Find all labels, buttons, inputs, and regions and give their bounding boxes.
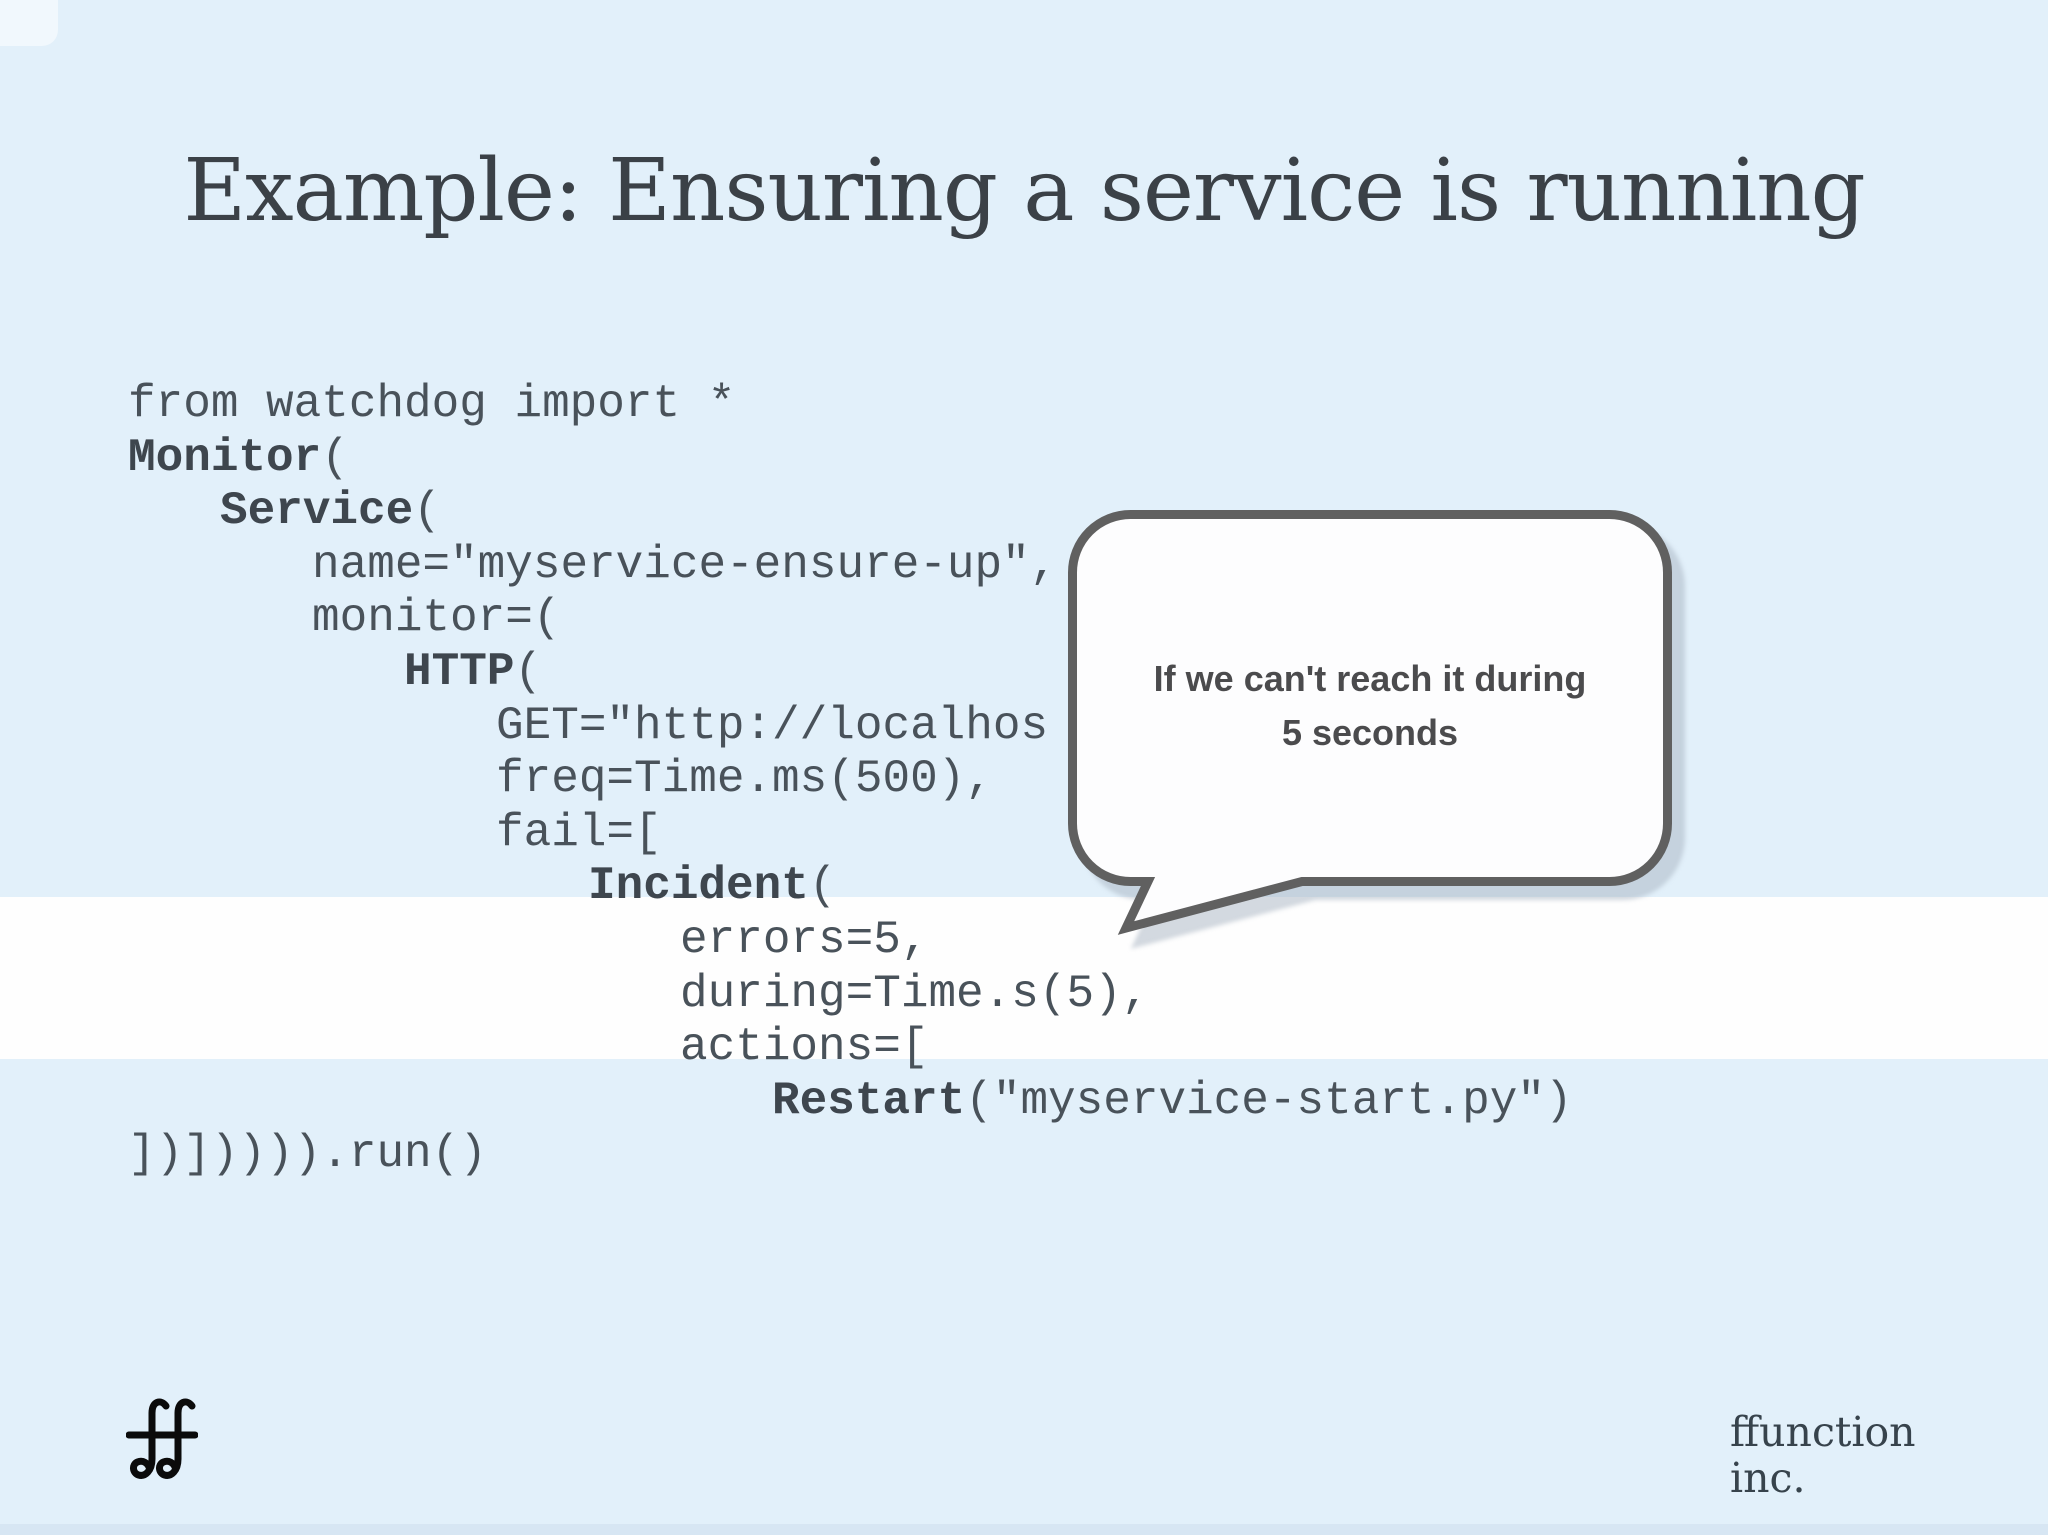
- code-line: HTTP(: [128, 646, 1573, 700]
- code-line: Monitor(: [128, 432, 1573, 486]
- code-line: ])])))).run(): [128, 1128, 1573, 1182]
- code-line: Restart("myservice-start.py"): [128, 1075, 1573, 1129]
- slide-title: Example: Ensuring a service is running: [183, 141, 1865, 241]
- code-line: during=Time.s(5),: [128, 968, 1573, 1022]
- footer-company-line-1: ffunction: [1730, 1408, 1916, 1456]
- callout-line-1: If we can't reach it during: [1153, 658, 1587, 699]
- code-block: from watchdog import *Monitor(Service(na…: [128, 378, 1573, 1182]
- code-line: monitor=(: [128, 592, 1573, 646]
- callout-line-2: 5 seconds: [1281, 712, 1459, 753]
- code-text: freq=Time.ms(500),: [496, 753, 993, 806]
- code-text: fail=[: [496, 806, 662, 859]
- code-keyword: HTTP: [404, 645, 515, 698]
- code-line: name="myservice-ensure-up",: [128, 539, 1573, 593]
- highlight-band: [0, 897, 2048, 1059]
- corner-highlight: [0, 0, 58, 46]
- code-line: Incident(: [128, 860, 1573, 914]
- code-text: (: [321, 431, 349, 484]
- callout-text: If we can't reach it during 5 seconds: [1085, 652, 1655, 760]
- ffunction-double-f-icon: [126, 1398, 198, 1479]
- code-text: from watchdog import *: [128, 378, 736, 430]
- code-text: actions=[: [680, 1021, 929, 1074]
- code-line: freq=Time.ms(500),: [128, 753, 1573, 807]
- code-line: fail=[: [128, 807, 1573, 861]
- code-text: name="myservice-ensure-up",: [312, 538, 1058, 591]
- code-keyword: Monitor: [128, 431, 322, 484]
- code-text: errors=5,: [680, 913, 929, 966]
- footer-company-line-2: inc.: [1730, 1454, 1806, 1502]
- code-text: ("myservice-start.py"): [965, 1074, 1573, 1127]
- code-keyword: Service: [220, 485, 414, 538]
- footer-company-name: ffunction inc.: [1730, 1409, 1916, 1501]
- code-line: errors=5,: [128, 914, 1573, 968]
- code-keyword: Restart: [772, 1074, 966, 1127]
- speech-bubble: [1068, 510, 1672, 935]
- code-line: from watchdog import *: [128, 378, 1573, 432]
- code-line: GET="http://localhos: [128, 700, 1573, 754]
- code-text: (: [808, 860, 837, 913]
- code-line: actions=[: [128, 1021, 1573, 1075]
- code-text: monitor=(: [312, 592, 561, 645]
- speech-bubble-shape: [1068, 510, 1672, 935]
- code-keyword: Incident: [588, 860, 809, 913]
- bottom-strip: [0, 1524, 2048, 1535]
- code-text: (: [514, 645, 543, 698]
- code-text: during=Time.s(5),: [680, 967, 1150, 1020]
- code-line: Service(: [128, 485, 1573, 539]
- code-text: GET="http://localhos: [496, 699, 1049, 752]
- code-text: ])])))).run(): [128, 1128, 487, 1181]
- code-text: (: [413, 485, 441, 538]
